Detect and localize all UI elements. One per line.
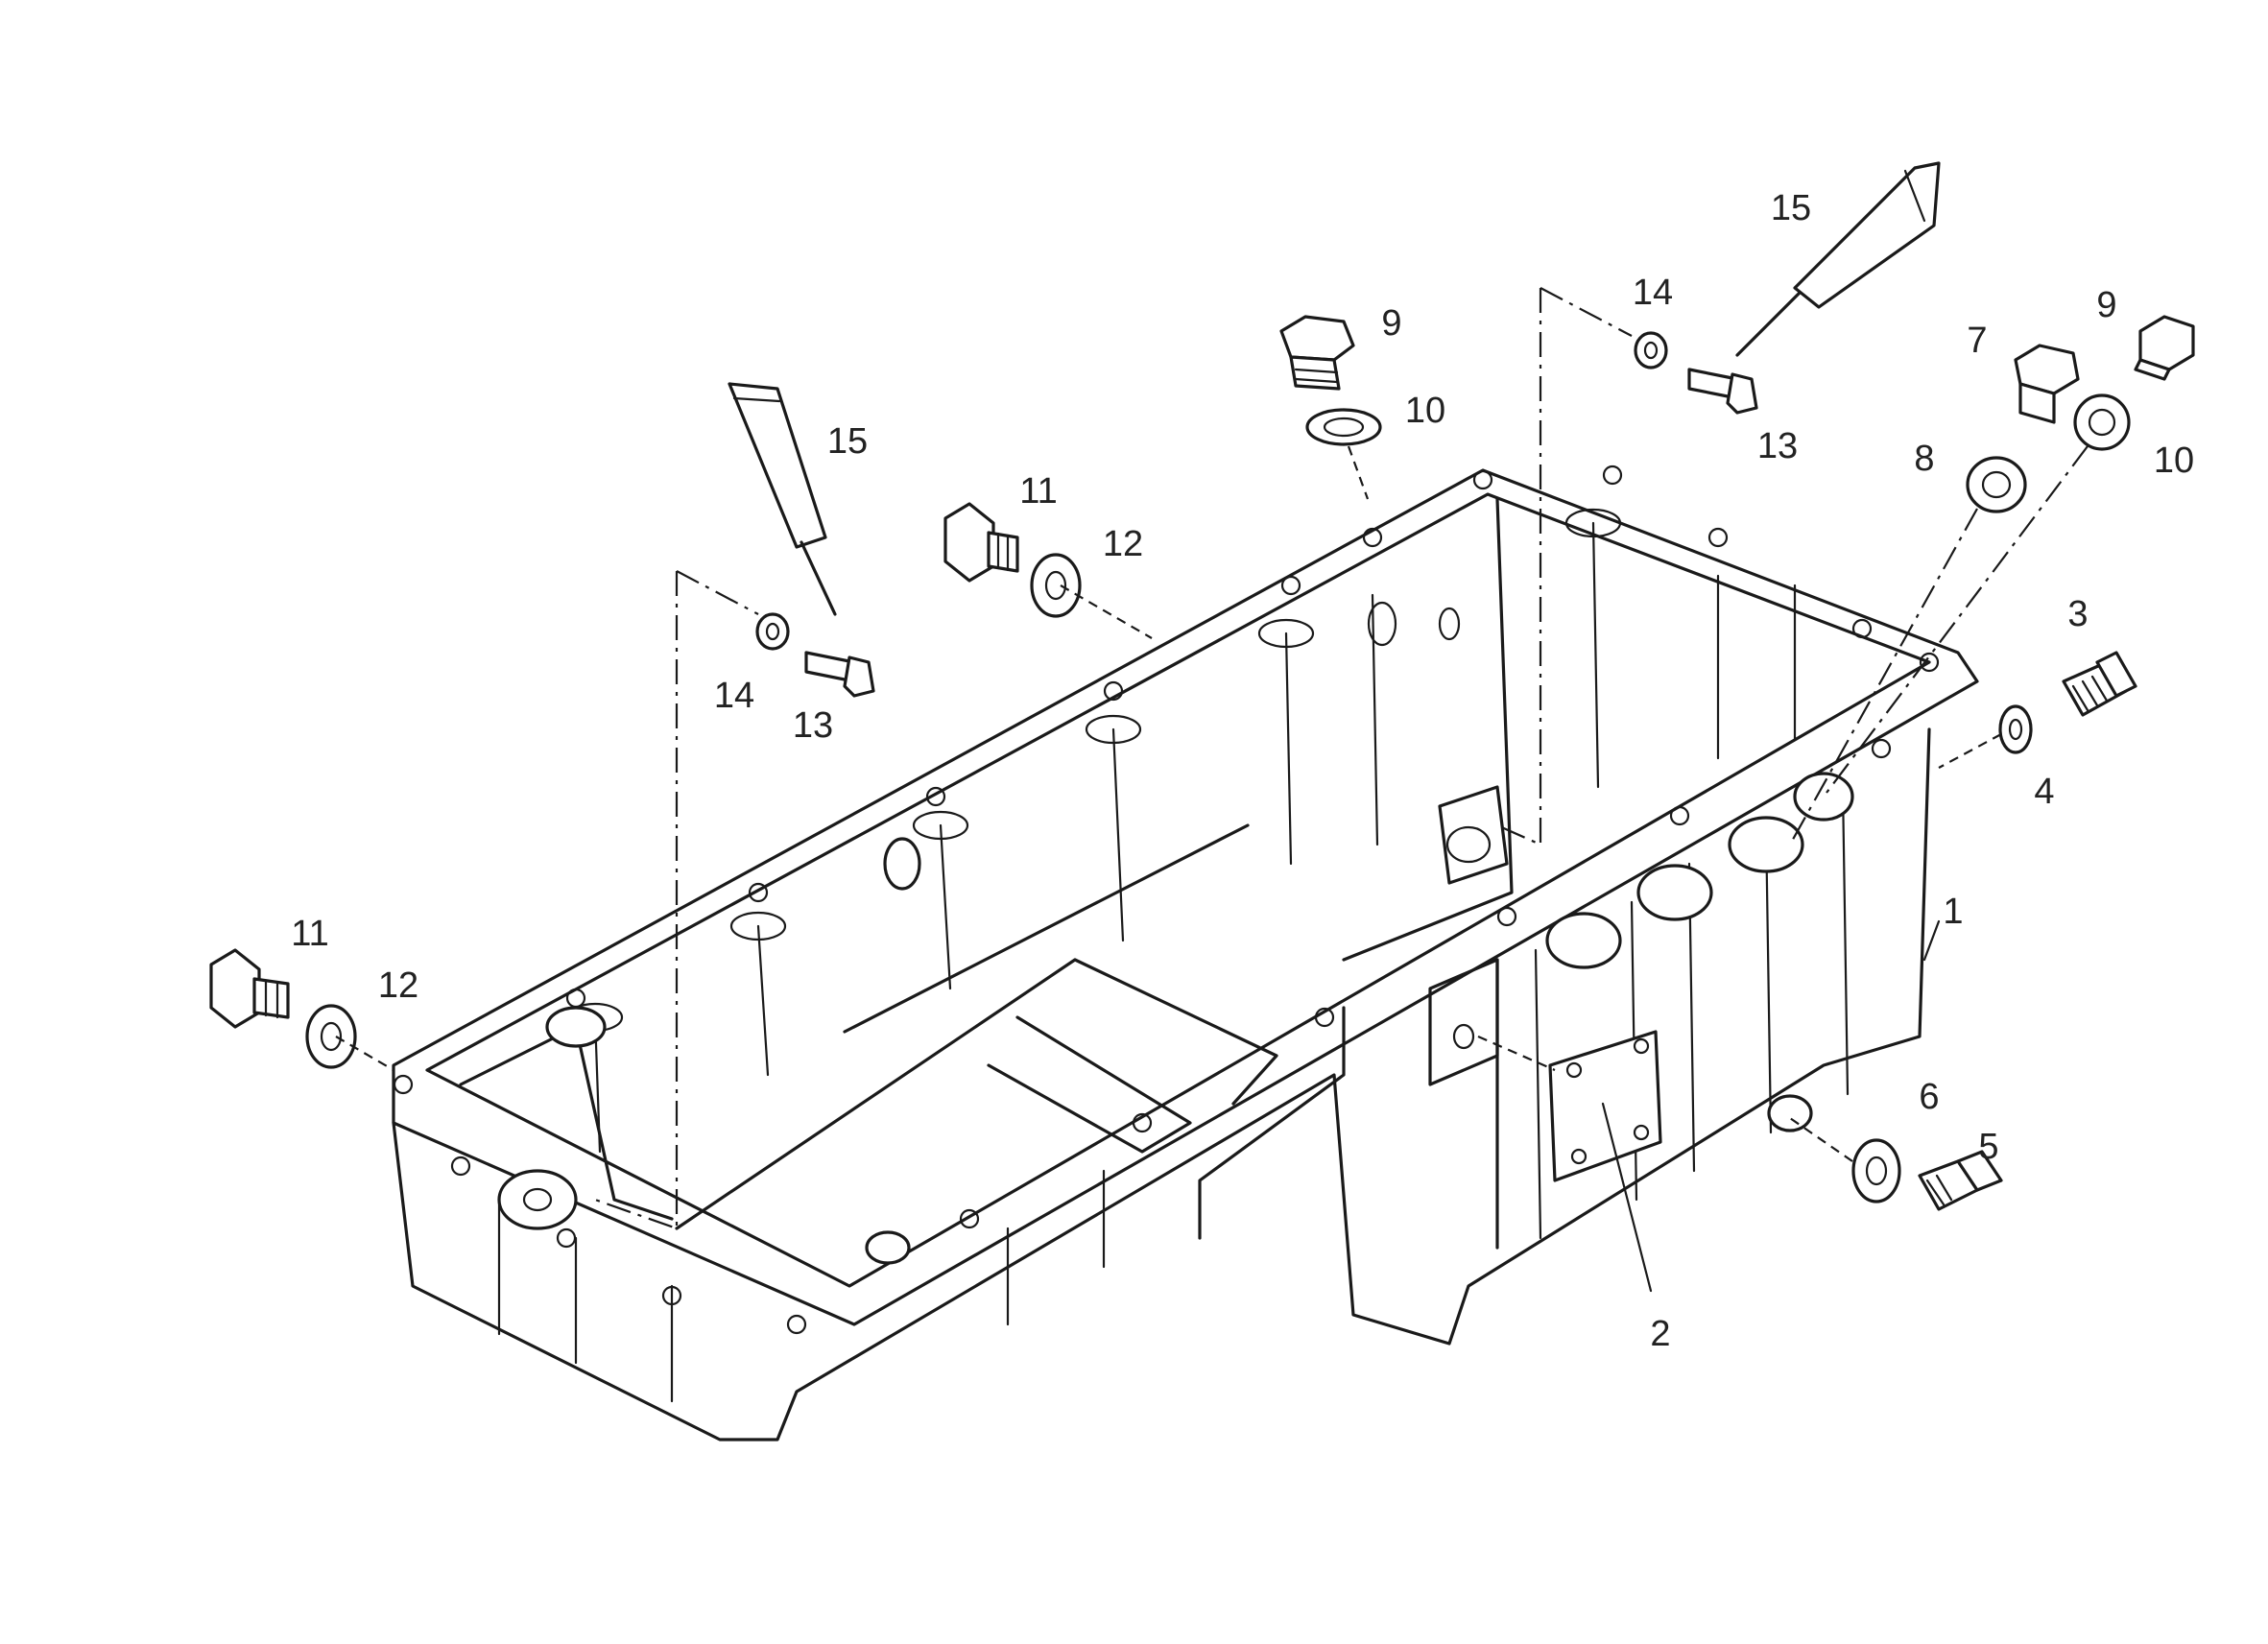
washer-10-right xyxy=(2073,393,2131,451)
callout-15-left: 15 xyxy=(826,421,869,462)
callout-5: 5 xyxy=(1978,1127,1999,1167)
callout-11-left: 11 xyxy=(291,914,329,954)
callout-2: 2 xyxy=(1650,1314,1671,1354)
callout-14-right: 14 xyxy=(1632,273,1674,313)
assembly-lines xyxy=(335,287,2089,1293)
callout-11-mid: 11 xyxy=(1019,471,1058,512)
callout-14-left: 14 xyxy=(713,676,755,716)
callout-13-left: 13 xyxy=(792,705,834,746)
bolt-13-right xyxy=(1687,368,1758,415)
washer-8 xyxy=(1966,456,2027,513)
flange-holes xyxy=(393,465,1940,1335)
plug-11-left xyxy=(209,948,290,1029)
callout-10-top: 10 xyxy=(1404,391,1446,431)
sealant-tube-15-left xyxy=(728,382,837,616)
plug-3 xyxy=(2062,651,2137,717)
plug-11-mid xyxy=(943,502,1019,583)
washer-10-top xyxy=(1305,408,1382,446)
callout-13-right: 13 xyxy=(1756,426,1799,466)
callout-6: 6 xyxy=(1919,1077,1940,1117)
washer-4 xyxy=(1998,704,2033,754)
plug-9-right xyxy=(2134,315,2195,381)
oil-pan xyxy=(392,465,1979,1441)
callout-12-left: 12 xyxy=(377,965,419,1006)
washer-14-left xyxy=(755,612,790,651)
callout-4: 4 xyxy=(2034,772,2055,812)
callout-12-mid: 12 xyxy=(1102,524,1144,564)
plug-5 xyxy=(1918,1150,2003,1211)
washer-12-mid xyxy=(1030,553,1082,618)
washer-12-left xyxy=(305,1004,357,1069)
washer-6 xyxy=(1851,1138,1901,1203)
callout-10-right: 10 xyxy=(2153,441,2195,481)
callout-1: 1 xyxy=(1943,892,1964,932)
sealant-tube-15-right xyxy=(1735,161,1941,357)
callout-9-right: 9 xyxy=(2096,285,2117,325)
washer-14-right xyxy=(1634,331,1668,369)
callout-7: 7 xyxy=(1967,321,1988,361)
callout-15-right: 15 xyxy=(1770,188,1812,228)
callout-8: 8 xyxy=(1914,439,1935,479)
bolt-13-left xyxy=(804,651,875,698)
plug-7 xyxy=(2014,344,2080,424)
callout-9-top: 9 xyxy=(1381,303,1402,344)
callout-3: 3 xyxy=(2067,594,2089,634)
plug-9-top xyxy=(1279,315,1355,391)
cover-plate xyxy=(1548,1030,1662,1182)
